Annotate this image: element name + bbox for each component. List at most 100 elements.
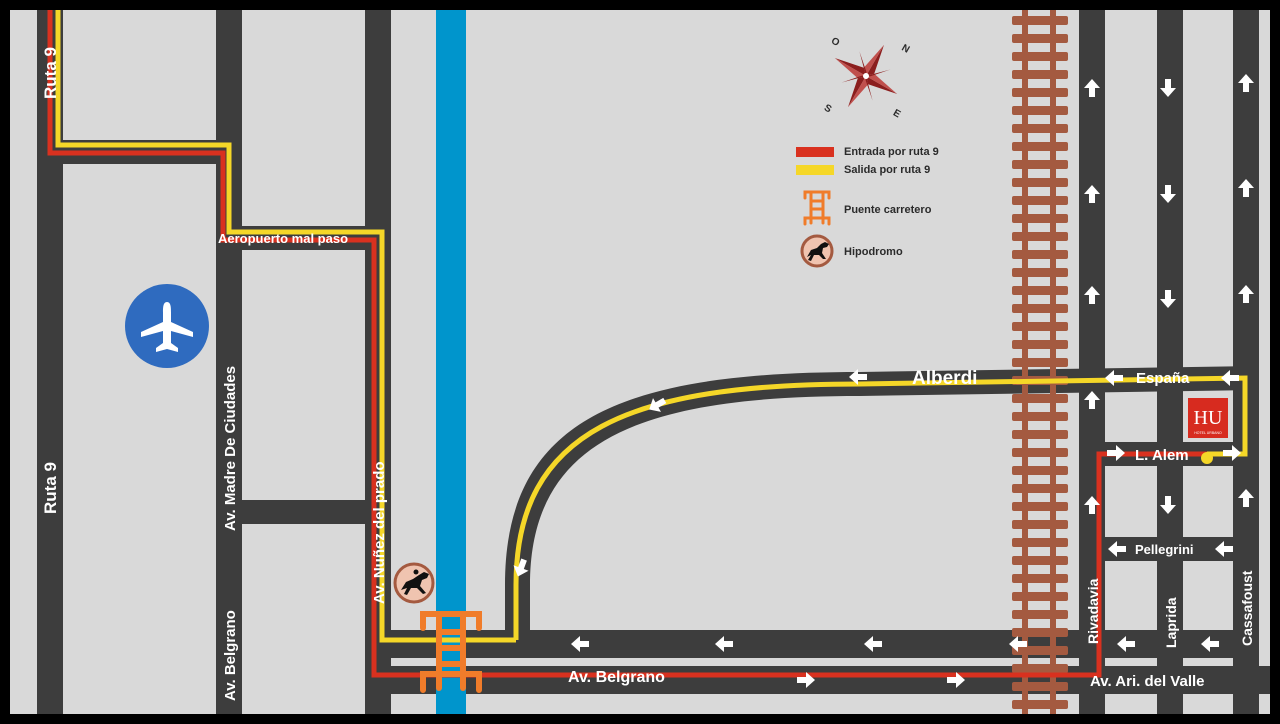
rail-sleeper (1012, 628, 1068, 637)
label-rivadavia: Rivadavia (1085, 578, 1101, 644)
label-ari-del-valle: Av. Ari. del Valle (1090, 673, 1205, 690)
rail-sleeper (1012, 430, 1068, 439)
road-belgrano-median (391, 658, 1079, 666)
rail-sleeper (1012, 34, 1068, 43)
traffic-arrows (513, 74, 1254, 688)
direction-arrow-icon (1160, 79, 1176, 97)
rail-sleeper (1012, 664, 1068, 673)
label-nunez-del-prado: Av. Nuñez del prado (371, 461, 388, 604)
road-cross-connector (216, 500, 391, 524)
direction-arrow-icon (1160, 185, 1176, 203)
label-ruta9-bottom: Ruta 9 (41, 462, 60, 514)
rail-sleeper (1012, 178, 1068, 187)
rail-sleeper (1012, 358, 1068, 367)
rail-sleeper (1012, 16, 1068, 25)
street-labels: Ruta 9 Ruta 9 Aeropuerto mal paso Av. Ma… (41, 47, 1255, 701)
hotel-marker-dot (1201, 452, 1213, 464)
direction-arrow-icon (1201, 636, 1219, 652)
compass-south: S (822, 103, 834, 116)
label-cassafoust: Cassafoust (1239, 570, 1255, 646)
road-laprida (1157, 10, 1183, 714)
rail-sleeper (1012, 196, 1068, 205)
rail-sleeper (1012, 484, 1068, 493)
compass-east: E (891, 108, 903, 121)
label-belgrano-horizontal: Av. Belgrano (568, 669, 665, 686)
entry-route-line (47, 10, 1207, 678)
road-belgrano-south-lane (365, 666, 1270, 694)
rail-sleeper (1012, 700, 1068, 709)
rail-sleeper (1012, 106, 1068, 115)
direction-arrow-icon (864, 636, 882, 652)
rail-sleeper (1012, 286, 1068, 295)
label-belgrano-vertical: Av. Belgrano (222, 610, 239, 701)
rail-sleeper (1012, 322, 1068, 331)
rail-sleeper (1012, 502, 1068, 511)
rail-sleeper (1012, 520, 1068, 529)
direction-arrow-icon (1238, 489, 1254, 507)
direction-arrow-icon (1238, 285, 1254, 303)
direction-arrow-icon (1108, 541, 1126, 557)
hotel-logo: HU HOTEL URBANO (1188, 398, 1228, 438)
direction-arrow-icon (1084, 286, 1100, 304)
rail-sleeper (1012, 466, 1068, 475)
direction-arrow-icon (849, 369, 867, 385)
rail-sleeper (1012, 592, 1068, 601)
label-laprida: Laprida (1163, 597, 1179, 648)
rail-sleeper (1012, 646, 1068, 655)
airplane-icon (125, 284, 209, 368)
legend-entry-swatch (796, 147, 834, 157)
rail-sleeper (1012, 214, 1068, 223)
hotel-logo-subtext: HOTEL URBANO (1194, 431, 1222, 435)
label-madre-de-ciudades: Av. Madre De Ciudades (222, 366, 239, 531)
label-aeropuerto-mal-paso: Aeropuerto mal paso (218, 231, 348, 246)
map-legend: Entrada por ruta 9 Salida por ruta 9 Pue… (796, 146, 939, 268)
direction-arrow-icon (1107, 445, 1125, 461)
direction-arrow-icon (1105, 370, 1123, 386)
direction-arrow-icon (1160, 290, 1176, 308)
direction-arrow-icon (513, 558, 529, 577)
direction-arrow-icon (1215, 541, 1233, 557)
label-espana: España (1136, 370, 1190, 387)
rail-sleeper (1012, 88, 1068, 97)
direction-arrow-icon (571, 636, 589, 652)
rail-sleeper (1012, 412, 1068, 421)
direction-arrow-icon (947, 672, 965, 688)
road-nunez-del-prado (365, 10, 391, 714)
direction-arrow-icon (1223, 445, 1241, 461)
legend-horse-racing-icon (800, 234, 834, 268)
direction-arrow-icon (1160, 496, 1176, 514)
rail-sleeper (1012, 682, 1068, 691)
legend-exit-label: Salida por ruta 9 (844, 164, 930, 176)
direction-arrow-icon (1084, 79, 1100, 97)
river (436, 10, 466, 714)
rail-sleeper (1012, 304, 1068, 313)
direction-arrow-icon (649, 397, 667, 412)
direction-arrow-icon (1221, 370, 1239, 386)
compass-north: N (900, 43, 912, 56)
road-cassafoust (1233, 10, 1259, 714)
label-l-alem: L. Alem (1135, 447, 1189, 464)
rail-sleeper (1012, 70, 1068, 79)
rail-sleeper (1012, 160, 1068, 169)
exit-route-curve (513, 375, 1248, 640)
rail-sleeper (1012, 124, 1068, 133)
direction-arrow-icon (1009, 636, 1027, 652)
rail-sleeper (1012, 538, 1068, 547)
rail-sleeper (1012, 574, 1068, 583)
legend-entry-label: Entrada por ruta 9 (844, 146, 939, 158)
label-ruta9-top: Ruta 9 (41, 47, 60, 99)
rail-sleeper (1012, 250, 1068, 259)
direction-arrow-icon (1084, 185, 1100, 203)
rail-sleeper (1012, 52, 1068, 61)
direction-arrow-icon (1238, 179, 1254, 197)
direction-arrow-icon (797, 672, 815, 688)
road-madre-de-ciudades (216, 10, 242, 714)
rail-sleeper (1012, 610, 1068, 619)
rail-sleeper (1012, 232, 1068, 241)
road-east-block-south (1079, 630, 1259, 658)
rail-sleeper (1012, 268, 1068, 277)
horse-racing-icon (393, 562, 435, 604)
rail-sleeper (1012, 394, 1068, 403)
hotel-logo-text: HU (1194, 407, 1223, 429)
